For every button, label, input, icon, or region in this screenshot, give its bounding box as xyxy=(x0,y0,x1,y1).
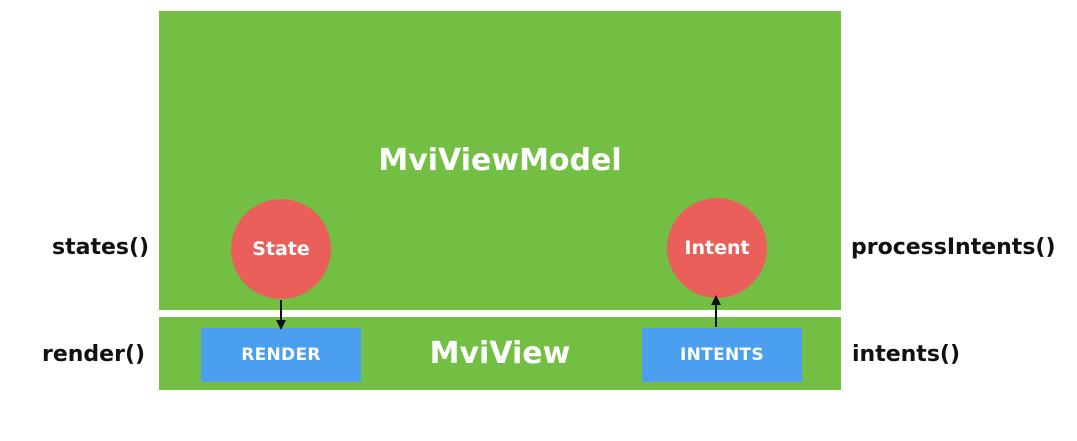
state-node: State xyxy=(231,199,331,299)
viewmodel-title: MviViewModel xyxy=(378,143,622,178)
intents-label: intents() xyxy=(852,342,961,367)
view-title: MviView xyxy=(429,336,571,371)
intents-node: INTENTS xyxy=(642,328,802,382)
process-intents-label: processIntents() xyxy=(851,235,1056,260)
states-label: states() xyxy=(52,235,150,260)
render-label: render() xyxy=(42,342,146,367)
render-node: RENDER xyxy=(201,328,361,382)
intent-node: Intent xyxy=(667,198,767,298)
